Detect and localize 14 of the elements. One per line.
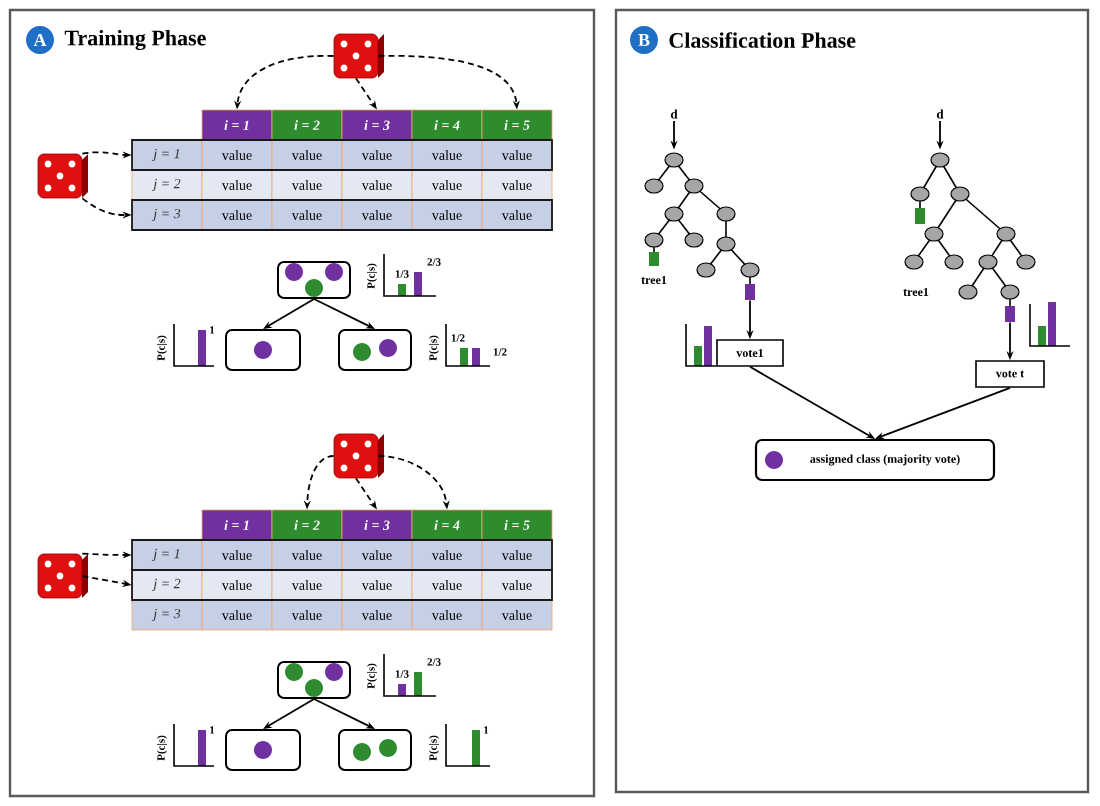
panel-title: Classification Phase: [669, 32, 856, 48]
panel-title: Training Phase: [64, 29, 206, 51]
sample-box: [338, 729, 412, 771]
die-drawing: [37, 153, 88, 199]
sample-box: [225, 729, 301, 771]
sample-box: [277, 661, 351, 699]
die-drawing: [333, 433, 384, 479]
sample-box: [277, 261, 351, 299]
sample-box: [338, 329, 412, 371]
die-drawing: [37, 553, 88, 599]
letter-badge: B: [630, 26, 658, 54]
die-drawing: [333, 33, 384, 79]
sample-box: [225, 329, 301, 371]
letter-badge: A: [26, 26, 54, 54]
